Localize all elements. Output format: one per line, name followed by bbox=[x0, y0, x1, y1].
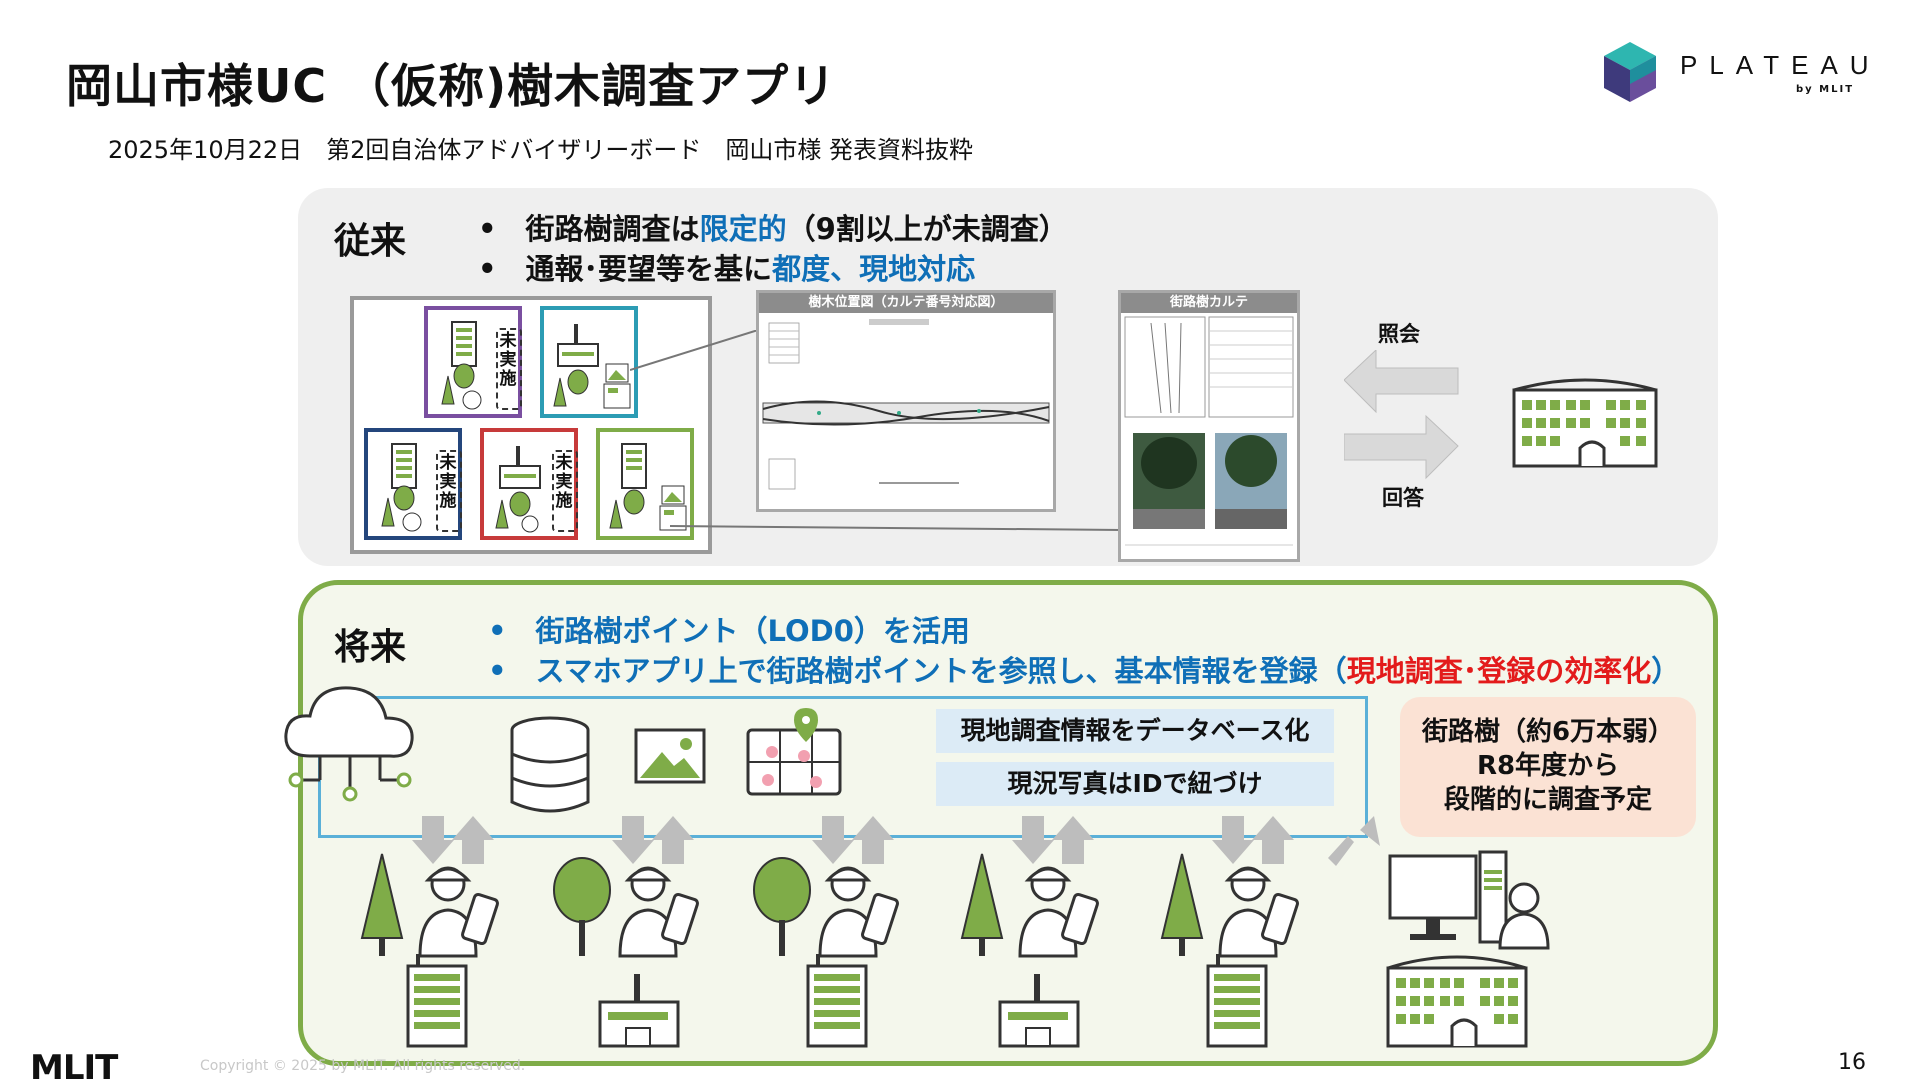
new-bullet-2: • スマホアプリ上で街路樹ポイントを参照し、基本情報を登録（現地調査･登録の効率… bbox=[488, 654, 1681, 688]
answer-label: 回答 bbox=[1382, 486, 1424, 510]
record-card-red: 未実施 bbox=[480, 428, 578, 540]
factory-tree-icon bbox=[495, 446, 541, 533]
new-bullet-2-highlight: 現地調査･登録の効率化 bbox=[1346, 654, 1652, 688]
note-line-3: 段階的に調査予定 bbox=[1443, 785, 1652, 815]
note-line-2: R8年度から bbox=[1476, 751, 1620, 781]
photo-info-box: 現況写真はIDで紐づけ bbox=[936, 762, 1334, 806]
street-tree-karte-sheet: 街路樹カルテ bbox=[1118, 290, 1300, 562]
record-card-navy: 未実施 bbox=[364, 428, 462, 540]
old-bullet-2-text: 通報･要望等を基に bbox=[525, 252, 773, 286]
new-bullet-1-text: 街路樹ポイント（LOD0）を活用 bbox=[535, 614, 970, 648]
city-hall-icon bbox=[1512, 378, 1658, 468]
left-arrow-icon bbox=[1344, 350, 1459, 414]
field-workers-row bbox=[340, 850, 1340, 970]
right-arrow-icon bbox=[1344, 414, 1459, 480]
photo-icon bbox=[634, 728, 706, 784]
note-line-1: 街路樹（約6万本弱） bbox=[1421, 717, 1675, 747]
office-worker-icon bbox=[1388, 850, 1550, 950]
karte-form bbox=[1124, 316, 1294, 546]
old-bullet-1-text: 街路樹調査は bbox=[525, 212, 700, 246]
copyright: Copyright © 2025 by MLIT. All rights res… bbox=[200, 1058, 526, 1074]
old-bullet-1-tail: （9割以上が未調査） bbox=[786, 212, 1068, 246]
new-label: 将来 bbox=[334, 627, 407, 668]
old-label: 従来 bbox=[334, 221, 407, 262]
unimplemented-label: 未実施 bbox=[499, 331, 517, 389]
inquiry-answer-arrows bbox=[1344, 350, 1459, 480]
survey-plan-note: 街路樹（約6万本弱） R8年度から 段階的に調査予定 bbox=[1400, 697, 1696, 837]
plateau-logo: PLATEAU by MLIT bbox=[1600, 40, 1870, 104]
unimplemented-label: 未実施 bbox=[555, 453, 573, 511]
unimplemented-label: 未実施 bbox=[439, 453, 457, 511]
building-document-icon bbox=[609, 443, 687, 531]
worker-conifer-icon bbox=[1160, 853, 1299, 958]
record-card-green bbox=[596, 428, 694, 540]
page-title: 岡山市様UC （仮称)樹木調査アプリ bbox=[66, 59, 837, 113]
office-building-icon bbox=[806, 954, 868, 1048]
mlit-logo: MLIT bbox=[30, 1048, 118, 1088]
database-info-box: 現地調査情報をデータベース化 bbox=[936, 709, 1334, 753]
new-bullet-2-text: スマホアプリ上で街路樹ポイントを参照し、基本情報を登録（ bbox=[535, 654, 1347, 688]
inquiry-label: 照会 bbox=[1378, 322, 1420, 346]
factory-tree-icon bbox=[553, 324, 631, 409]
factory-icon bbox=[598, 974, 680, 1048]
worker-broadleaf-icon bbox=[553, 857, 699, 958]
record-card-teal bbox=[540, 306, 638, 418]
new-bullet-1: • 街路樹ポイント（LOD0）を活用 bbox=[488, 614, 970, 648]
worker-broadleaf-icon bbox=[753, 857, 899, 958]
sync-arrows bbox=[412, 816, 1380, 866]
map-drawing bbox=[762, 319, 1050, 490]
plateau-cube-icon bbox=[1604, 42, 1656, 102]
worker-conifer-icon bbox=[960, 853, 1099, 958]
old-bullet-1: • 街路樹調査は限定的（9割以上が未調査） bbox=[478, 212, 1068, 246]
old-bullet-2: • 通報･要望等を基に都度、現地対応 bbox=[478, 252, 976, 286]
page-number: 16 bbox=[1838, 1050, 1866, 1075]
old-bullet-2-highlight: 都度、現地対応 bbox=[772, 252, 976, 286]
office-building-icon bbox=[1206, 954, 1268, 1048]
map-sheet-title: 樹木位置図（カルテ番号対応図） bbox=[759, 293, 1053, 313]
connector-lines bbox=[630, 330, 1123, 531]
office-building-icon bbox=[406, 954, 468, 1048]
tree-location-map-sheet: 樹木位置図（カルテ番号対応図） bbox=[756, 290, 1056, 512]
cloud-icon bbox=[284, 686, 414, 802]
plateau-by: by MLIT bbox=[1796, 84, 1855, 95]
database-icon bbox=[510, 716, 590, 813]
factory-icon bbox=[998, 974, 1080, 1048]
worker-conifer-icon bbox=[360, 853, 499, 958]
facilities-row bbox=[340, 950, 1340, 1050]
plateau-wordmark: PLATEAU bbox=[1680, 50, 1881, 80]
old-bullet-1-highlight: 限定的 bbox=[699, 212, 787, 246]
map-pin-icon bbox=[746, 708, 842, 796]
new-bullet-2-tail: ） bbox=[1651, 654, 1681, 688]
page-subtitle: 2025年10月22日 第2回自治体アドバイザリーボード 岡山市様 発表資料抜粋 bbox=[108, 136, 974, 164]
city-hall-icon bbox=[1386, 955, 1528, 1048]
karte-sheet-title: 街路樹カルテ bbox=[1121, 293, 1297, 313]
record-card-purple: 未実施 bbox=[424, 306, 522, 418]
building-tree-icon bbox=[381, 443, 422, 532]
building-tree-icon bbox=[441, 321, 482, 410]
